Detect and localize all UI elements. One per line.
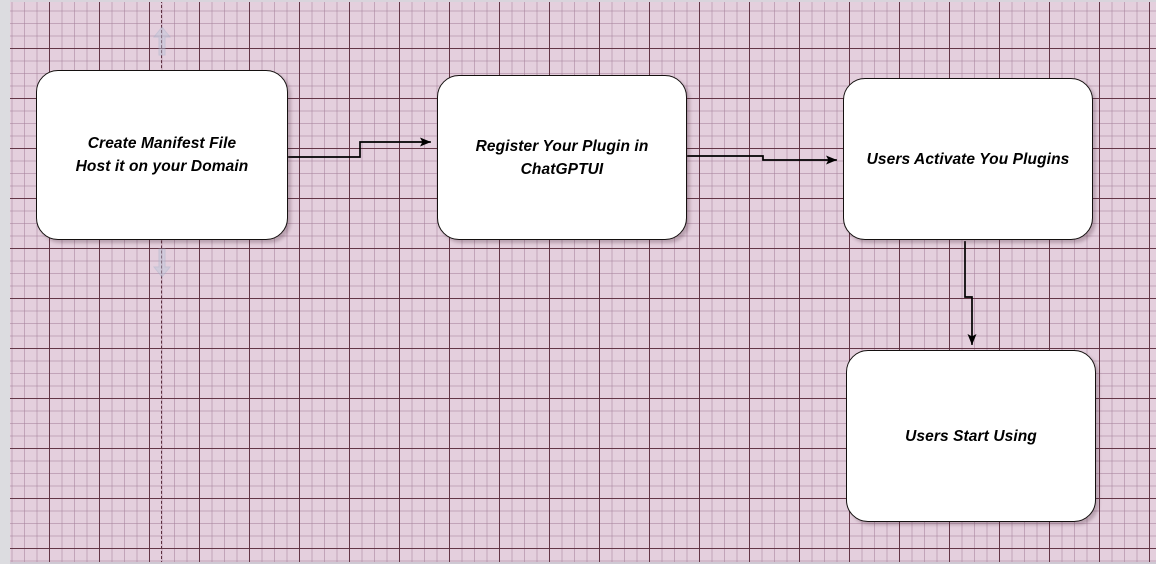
hint-arrow-down-icon[interactable] (152, 248, 172, 283)
vertical-alignment-guide (161, 0, 162, 564)
canvas-left-gutter (0, 0, 10, 564)
node-users-activate-label: Users Activate You Plugins (866, 150, 1070, 168)
edge-create-to-register[interactable] (288, 137, 431, 158)
node-create-manifest-label: Create Manifest File Host it on your Dom… (75, 135, 249, 175)
node-register-plugin[interactable]: Register Your Plugin in ChatGPTUI (437, 75, 687, 240)
canvas-top-edge (0, 0, 1156, 2)
node-users-activate[interactable]: Users Activate You Plugins (843, 78, 1093, 240)
edge-register-to-activate[interactable] (687, 155, 837, 165)
canvas-bottom-edge (0, 562, 1156, 564)
hint-arrow-up-icon[interactable] (152, 26, 172, 61)
edge-activate-to-using[interactable] (964, 241, 977, 345)
node-register-plugin-label: Register Your Plugin in ChatGPTUI (475, 137, 649, 178)
node-users-start-using[interactable]: Users Start Using (846, 350, 1096, 522)
node-users-start-using-label: Users Start Using (905, 427, 1037, 445)
node-create-manifest[interactable]: Create Manifest File Host it on your Dom… (36, 70, 288, 240)
